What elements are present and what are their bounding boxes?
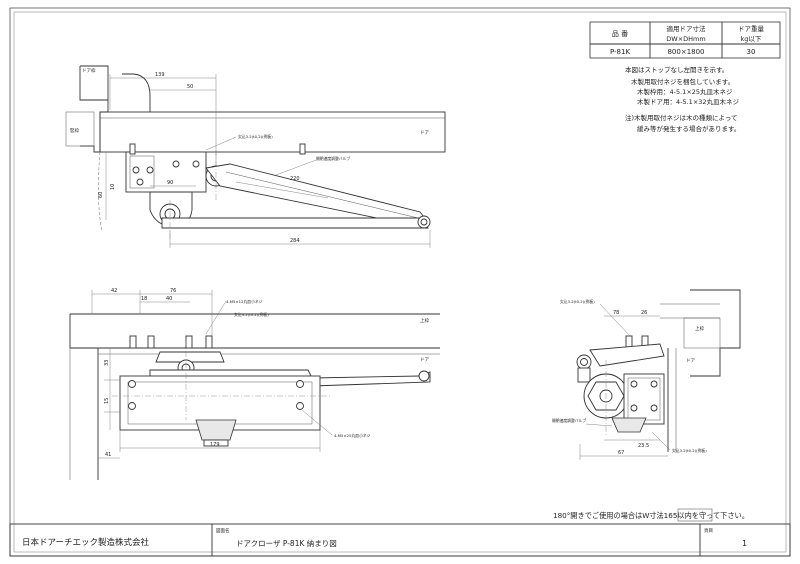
dim-60: 60: [98, 192, 104, 198]
bottom-note: 180°開きでご使用の場合はW寸法165以内を守って下さい。: [553, 511, 749, 520]
top-door-label: ドア: [420, 130, 429, 136]
side-view: 上枠 ドア 78 26 欠込3.2(t0.2)(例板) 開閉速度調整バルブ 欠込…: [552, 289, 741, 460]
side-cut-bottom-label: 欠込3.2(t0.2)(例板): [672, 448, 707, 453]
spec-header-door-size-unit: DW×DHmm: [666, 35, 705, 43]
side-door-label: ドア: [686, 358, 695, 364]
dim-179: 179: [210, 442, 220, 448]
dim-284: 284: [290, 238, 300, 244]
dim-139: 139: [155, 72, 165, 78]
side-cut-top-label: 欠込3.2(t0.2)(例板): [560, 299, 595, 304]
title-company: 日本ドアーチエック製造株式会社: [22, 537, 149, 548]
note-line-5: 注)木製用取付ネジは木の種類によって: [625, 113, 738, 122]
title-drawing-label: 図面名: [216, 527, 230, 534]
spec-header-product: 品 番: [612, 30, 628, 38]
dim-220: 220: [290, 176, 300, 182]
front-top-label: 上枠: [420, 317, 429, 324]
dim-40: 40: [166, 296, 172, 302]
dim-76: 76: [170, 288, 176, 294]
front-door-label: ドア: [420, 357, 429, 363]
spec-table: 品 番 適用ドア寸法 DW×DHmm ドア重量 kg以下 P-81K 800×1…: [589, 21, 781, 59]
spec-door-weight: 30: [747, 48, 756, 56]
note-line-6: 緩み等が発生する場合があります。: [637, 124, 740, 133]
top-view: ドア枠 竪枠 ドア 139 50 欠込3.2(t0.2)(例板) 開閉速度調整バ…: [65, 65, 446, 248]
title-block: 日本ドアーチエック製造株式会社 図面名 ドアクローザ P-81K 納まり図 頁目…: [9, 523, 791, 557]
top-cut-label: 欠込3.2(t0.2)(例板): [238, 134, 273, 139]
dim-15: 15: [104, 398, 110, 404]
spec-header-door-size: 適用ドア寸法: [667, 24, 707, 33]
spec-product: P-81K: [610, 48, 631, 56]
dim-41: 41: [105, 452, 111, 458]
note-line-1: 本図はストップなし左開きを示す。: [625, 65, 728, 74]
front-screw-top-label: 4-M5×12丸皿小ネジ: [226, 299, 263, 304]
dim-50: 50: [187, 84, 193, 90]
title-sheet-label: 頁目: [704, 528, 713, 534]
front-cut-label: 欠込3.2(t0.2)(例板): [234, 312, 269, 317]
top-valve-label: 開閉速度調整バルブ: [316, 156, 350, 161]
dim-90: 90: [167, 180, 173, 186]
notes-block: 本図はストップなし左開きを示す。 木製用取付ネジを梱包しています。 木製枠用：4…: [625, 65, 740, 133]
spec-header-door-weight: ドア重量: [738, 25, 765, 33]
dim-18: 18: [141, 296, 147, 302]
dim-23-5: 23.5: [638, 443, 649, 449]
front-screw-bottom-label: 4-M5×25丸皿小ネジ: [334, 433, 371, 438]
title-drawing-name: ドアクローザ P-81K 納まり図: [236, 538, 337, 548]
front-view: 上枠 ドア 42 76 18 40 4-M5×12丸皿小ネジ 欠込3.2(t0.…: [69, 288, 440, 480]
side-top-label: 上枠: [695, 325, 704, 332]
top-wall-label: 竪枠: [70, 127, 79, 134]
dim-42: 42: [111, 288, 117, 294]
dim-26: 26: [641, 310, 647, 316]
spec-header-door-weight-unit: kg以下: [741, 35, 762, 43]
dim-10: 10: [110, 184, 116, 190]
dim-33: 33: [104, 360, 110, 366]
top-frame-label: ドア枠: [82, 67, 96, 74]
side-valve-label: 開閉速度調整バルブ: [552, 418, 586, 423]
note-line-3: 木製枠用：4-5.1×25丸皿木ネジ: [637, 87, 733, 96]
title-sheet-no: 1: [742, 539, 747, 548]
spec-door-size: 800×1800: [667, 48, 704, 56]
dim-67: 67: [618, 450, 624, 456]
note-line-2: 木製用取付ネジを梱包しています。: [631, 77, 734, 86]
dim-78: 78: [613, 310, 619, 316]
bottom-note-box: [677, 508, 713, 522]
note-line-4: 木製ドア用：4-5.1×32丸皿木ネジ: [637, 97, 740, 106]
